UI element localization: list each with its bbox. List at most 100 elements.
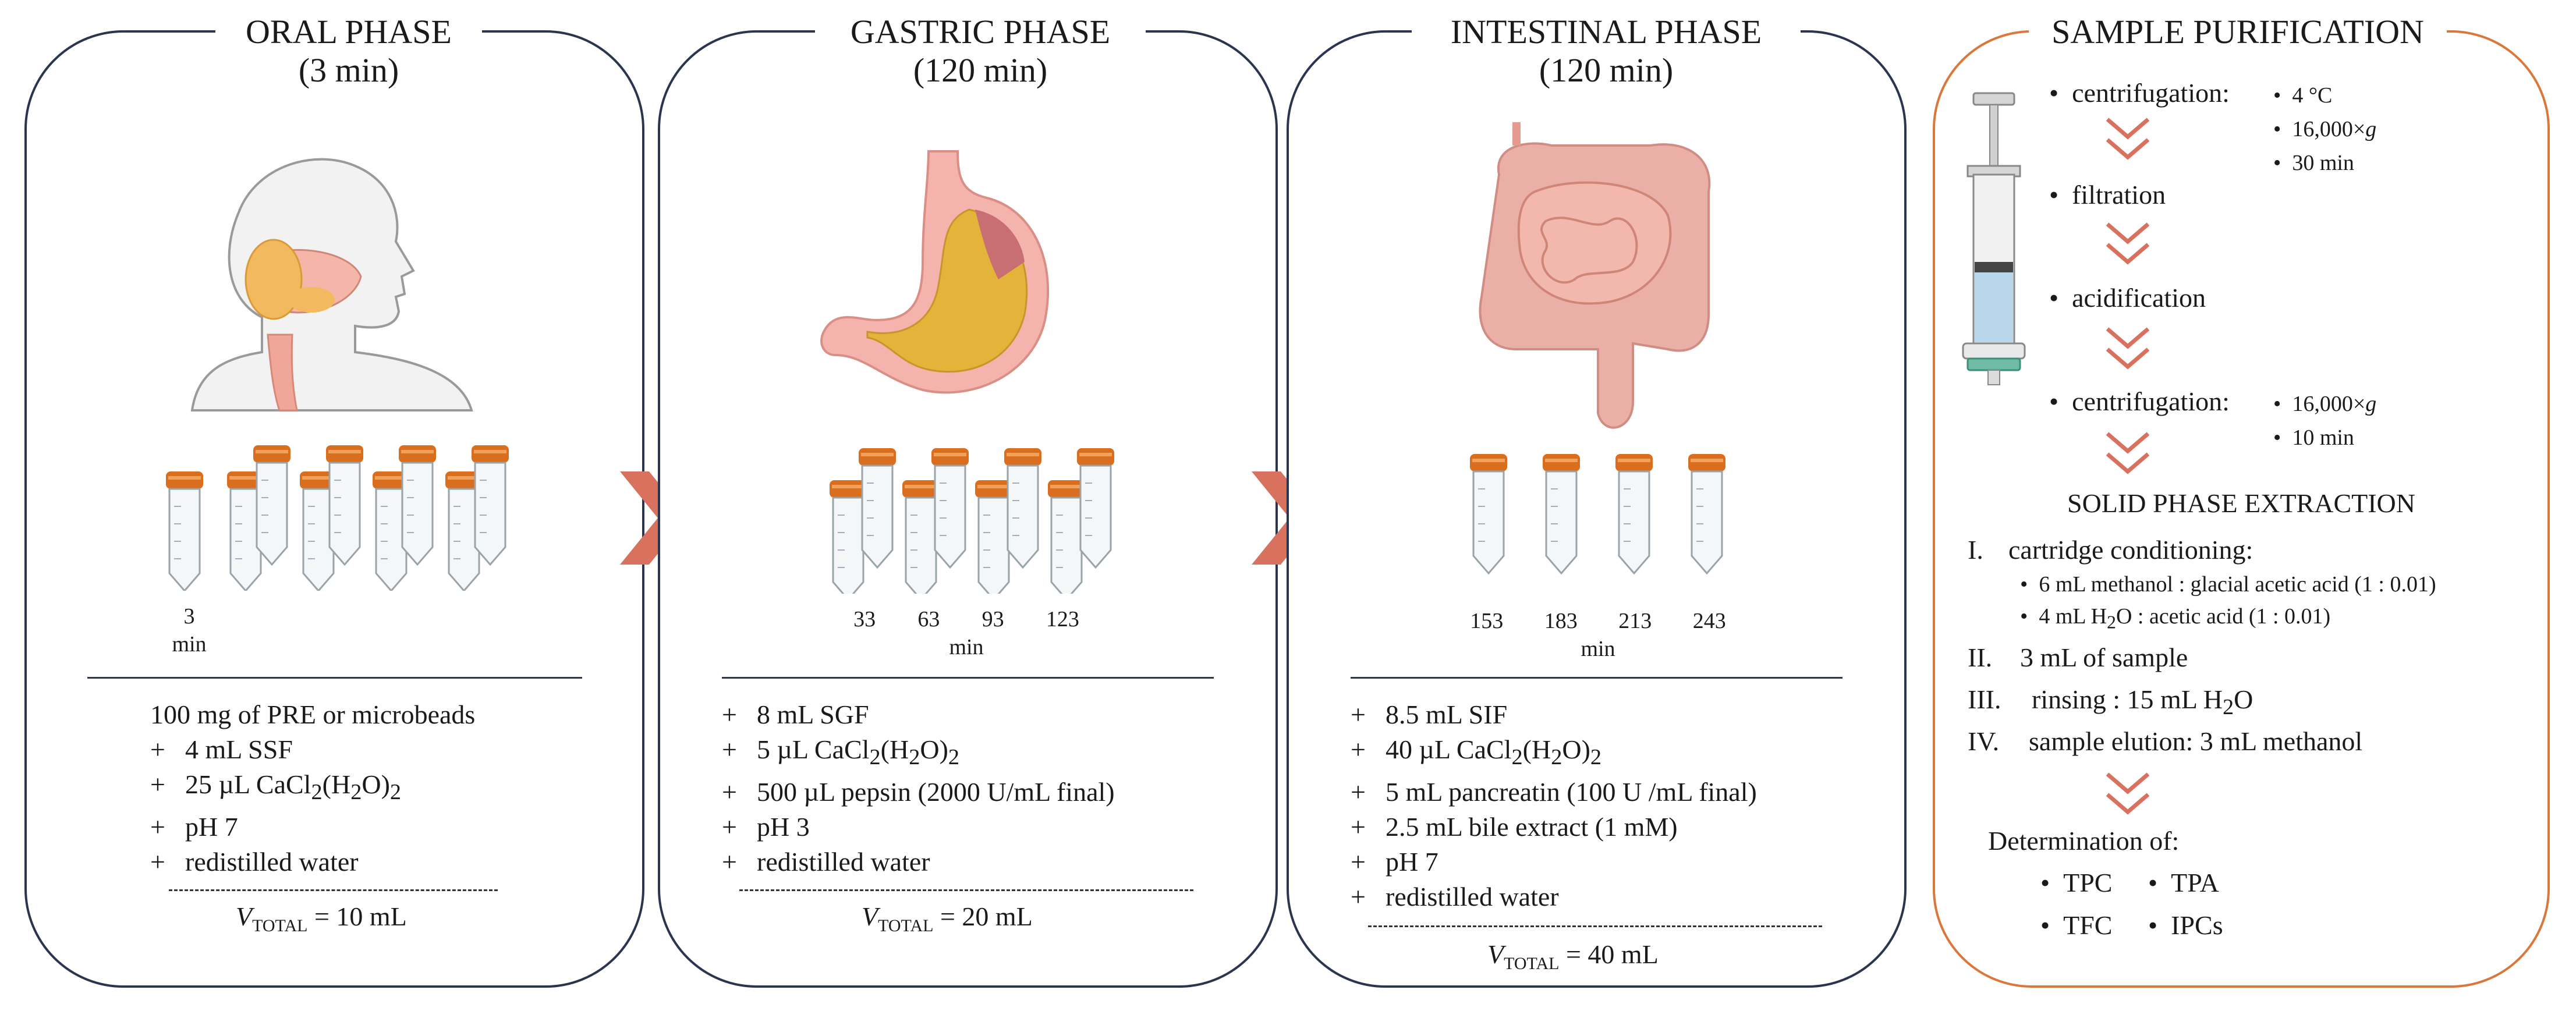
- intestinal-item-1: +40 µL CaCl2(H2O)2: [1351, 735, 1602, 770]
- purification-step-3: • acidification: [2049, 283, 2206, 313]
- purification-step-4-params: • 16,000×g • 10 min: [2273, 392, 2377, 450]
- gastric-time-unit: min: [949, 635, 984, 659]
- intestinal-item-5: +redistilled water: [1351, 882, 1559, 912]
- stomach-illustration: [820, 150, 1050, 394]
- gastric-time-0: 33: [853, 607, 876, 632]
- gastric-phase-title: GASTRIC PHASE (120 min): [815, 13, 1146, 90]
- oral-total-separator: [169, 889, 498, 891]
- gastric-item-2: +500 µL pepsin (2000 U/mL final): [722, 777, 1115, 807]
- gastric-tube-2: [902, 480, 940, 594]
- oral-tube-2: [253, 445, 290, 566]
- oral-item-0: 100 mg of PRE or microbeads: [150, 700, 476, 729]
- oral-tube-0: [166, 471, 203, 591]
- oral-tube-8: [472, 445, 509, 566]
- spe-step-4: IV.sample elution: 3 mL methanol: [1968, 726, 2363, 756]
- oral-tube-4: [326, 445, 363, 566]
- oral-tube-1: [227, 471, 264, 591]
- oral-item-2: +25 µL CaCl2(H2O)2: [150, 769, 402, 805]
- down-chevron-4: [2106, 432, 2150, 474]
- gastric-item-1: +5 µL CaCl2(H2O)2: [722, 735, 960, 770]
- oral-item-4: +redistilled water: [150, 847, 359, 877]
- head-illustration: [190, 158, 473, 412]
- gastric-divider: [722, 677, 1214, 679]
- oral-sample-tubes: [166, 445, 509, 591]
- gastric-tube-0: [830, 480, 867, 594]
- intestine-illustration: [1479, 122, 1711, 429]
- oral-item-3: +pH 7: [150, 812, 238, 842]
- intestinal-time-2: 213: [1618, 609, 1652, 633]
- oral-phase-title: ORAL PHASE (3 min): [215, 13, 482, 90]
- gastric-title-text: GASTRIC PHASE: [850, 13, 1111, 51]
- oral-tube-3: [300, 471, 337, 591]
- intestinal-time-unit: min: [1581, 637, 1615, 661]
- intestinal-item-0: +8.5 mL SIF: [1351, 700, 1508, 729]
- oral-tube-7: [445, 471, 483, 591]
- target-ipcs: • IPCs: [2148, 910, 2223, 940]
- determination-label: Determination of:: [1988, 826, 2180, 856]
- intestinal-sample-tubes: [1470, 454, 1725, 575]
- target-tpc: • TPC: [2040, 868, 2113, 898]
- gastric-item-4: +redistilled water: [722, 847, 930, 877]
- oral-total-volume: VTOTAL = 10 mL: [236, 902, 407, 936]
- oral-time-value: 3: [183, 604, 195, 629]
- intestinal-item-2: +5 mL pancreatin (100 U /mL final): [1351, 777, 1757, 807]
- target-tfc: • TFC: [2040, 910, 2113, 940]
- syringe-illustration: [1962, 92, 2026, 385]
- oral-item-1: +4 mL SSF: [150, 735, 293, 764]
- spe-step-1b: • 4 mL H2O : acetic acid (1 : 0.01): [2020, 604, 2331, 633]
- purification-step-1: • centrifugation:: [2049, 78, 2230, 108]
- down-chevron-5: [2106, 772, 2150, 815]
- gastric-time-1: 63: [917, 607, 940, 632]
- intestinal-tube-0: [1470, 454, 1507, 575]
- spe-step-3: III.rinsing : 15 mL H2O: [1968, 684, 2253, 720]
- purification-title: SAMPLE PURIFICATION: [2029, 13, 2447, 51]
- gastric-tube-5: [1004, 448, 1041, 569]
- oral-title-text: ORAL PHASE: [246, 13, 452, 51]
- gastric-total-separator: [739, 889, 1193, 891]
- oral-tube-6: [399, 445, 436, 566]
- gastric-tube-7: [1077, 448, 1114, 569]
- gastric-tube-6: [1048, 480, 1085, 594]
- spe-step-1: I.cartridge conditioning:: [1968, 535, 2253, 565]
- gastric-tube-4: [975, 480, 1012, 594]
- intestinal-tube-3: [1688, 454, 1725, 575]
- intestinal-total-volume: VTOTAL = 40 mL: [1487, 939, 1659, 974]
- gastric-total-volume: VTOTAL = 20 mL: [862, 902, 1033, 936]
- gastric-tube-1: [859, 448, 896, 569]
- intestinal-phase-title: INTESTINAL PHASE (120 min): [1412, 13, 1801, 90]
- purification-step-4: • centrifugation:: [2049, 386, 2230, 416]
- spe-step-1a: • 6 mL methanol : glacial acetic acid (1…: [2020, 572, 2436, 597]
- purification-step-2: • filtration: [2049, 180, 2166, 210]
- gastric-duration: (120 min): [913, 51, 1048, 89]
- intestinal-time-3: 243: [1692, 609, 1726, 633]
- intestinal-ingredient-list: +8.5 mL SIF +40 µL CaCl2(H2O)2 +5 mL pan…: [1351, 697, 1757, 914]
- oral-divider: [87, 677, 582, 679]
- gastric-time-labels: 33 63 93 123 min: [815, 605, 1118, 661]
- purification-panel: [1933, 30, 2550, 988]
- purification-title-text: SAMPLE PURIFICATION: [2051, 13, 2424, 51]
- oral-tube-5: [373, 471, 410, 591]
- gastric-sample-tubes: [830, 448, 1114, 594]
- intestinal-item-3: +2.5 mL bile extract (1 mM): [1351, 812, 1678, 842]
- oral-duration: (3 min): [298, 51, 399, 89]
- intestinal-total-separator: [1368, 925, 1822, 927]
- oral-time-unit: min: [172, 632, 207, 657]
- gastric-time-3: 123: [1046, 607, 1079, 632]
- gastric-ingredient-list: +8 mL SGF +5 µL CaCl2(H2O)2 +500 µL peps…: [722, 697, 1115, 879]
- purification-step-1-params: • 4 °C • 16,000×g • 30 min: [2273, 83, 2377, 175]
- intestinal-tube-1: [1543, 454, 1580, 575]
- down-chevron-3: [2106, 327, 2150, 370]
- intestinal-time-1: 183: [1544, 609, 1578, 633]
- spe-step-2: II.3 mL of sample: [1968, 643, 2188, 672]
- gastric-time-2: 93: [981, 607, 1004, 632]
- intestinal-divider: [1351, 677, 1842, 679]
- intestinal-duration: (120 min): [1539, 51, 1674, 89]
- gastric-tube-3: [931, 448, 969, 569]
- oral-ingredient-list: 100 mg of PRE or microbeads +4 mL SSF +2…: [150, 697, 475, 879]
- gastric-item-3: +pH 3: [722, 812, 810, 842]
- down-chevron-2: [2106, 222, 2150, 265]
- down-chevron-1: [2106, 118, 2150, 160]
- intestinal-item-4: +pH 7: [1351, 847, 1438, 877]
- target-tpa: • TPA: [2148, 868, 2219, 898]
- intestinal-time-0: 153: [1470, 609, 1504, 633]
